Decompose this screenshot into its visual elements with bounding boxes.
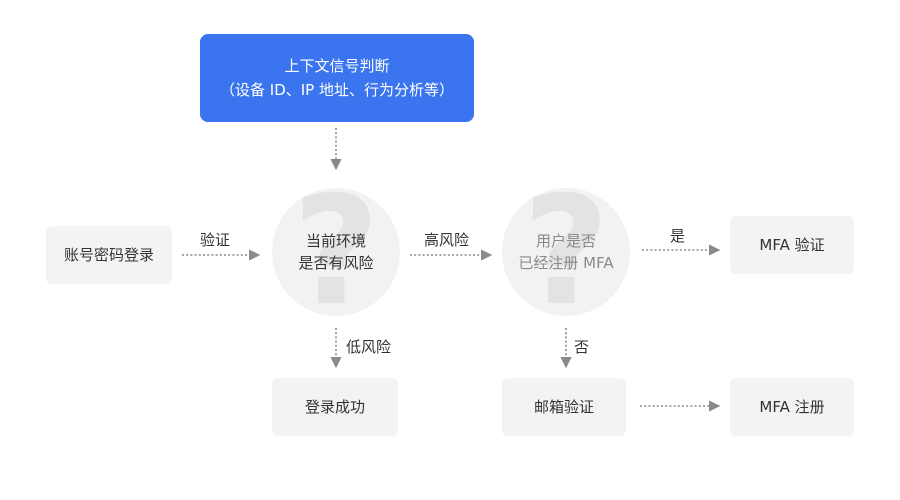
mfa-register-label: MFA 注册 — [759, 398, 825, 416]
edge-label-no: 否 — [574, 338, 590, 356]
mfa-registered-decision-node: ? 用户是否 已经注册 MFA — [502, 188, 630, 316]
edge-label-yes: 是 — [670, 227, 686, 245]
mfa-verify-label: MFA 验证 — [759, 236, 825, 254]
context-signal-node: 上下文信号判断 （设备 ID、IP 地址、行为分析等） — [200, 34, 474, 122]
mfa-register-node: MFA 注册 — [730, 378, 854, 436]
mfa-registered-line2: 已经注册 MFA — [518, 254, 614, 272]
context-signal-detail: （设备 ID、IP 地址、行为分析等） — [220, 81, 454, 99]
risk-decision-line2: 是否有风险 — [298, 254, 374, 272]
login-success-node: 登录成功 — [272, 378, 398, 436]
context-signal-title: 上下文信号判断 — [284, 57, 390, 75]
edge-label-low-risk: 低风险 — [346, 338, 392, 356]
login-node-label: 账号密码登录 — [63, 246, 154, 264]
login-node: 账号密码登录 — [46, 226, 172, 284]
risk-decision-node: ? 当前环境 是否有风险 — [272, 188, 400, 316]
question-mark-icon: ? — [292, 188, 380, 316]
edge-label-high-risk: 高风险 — [424, 231, 470, 249]
mfa-verify-node: MFA 验证 — [730, 216, 854, 274]
login-success-label: 登录成功 — [304, 398, 365, 416]
question-mark-icon: ? — [522, 188, 610, 316]
email-verify-label: 邮箱验证 — [533, 398, 594, 416]
mfa-registered-line1: 用户是否 — [535, 232, 596, 250]
risk-decision-line1: 当前环境 — [305, 232, 366, 250]
edge-label-verify: 验证 — [200, 231, 231, 249]
email-verify-node: 邮箱验证 — [502, 378, 626, 436]
